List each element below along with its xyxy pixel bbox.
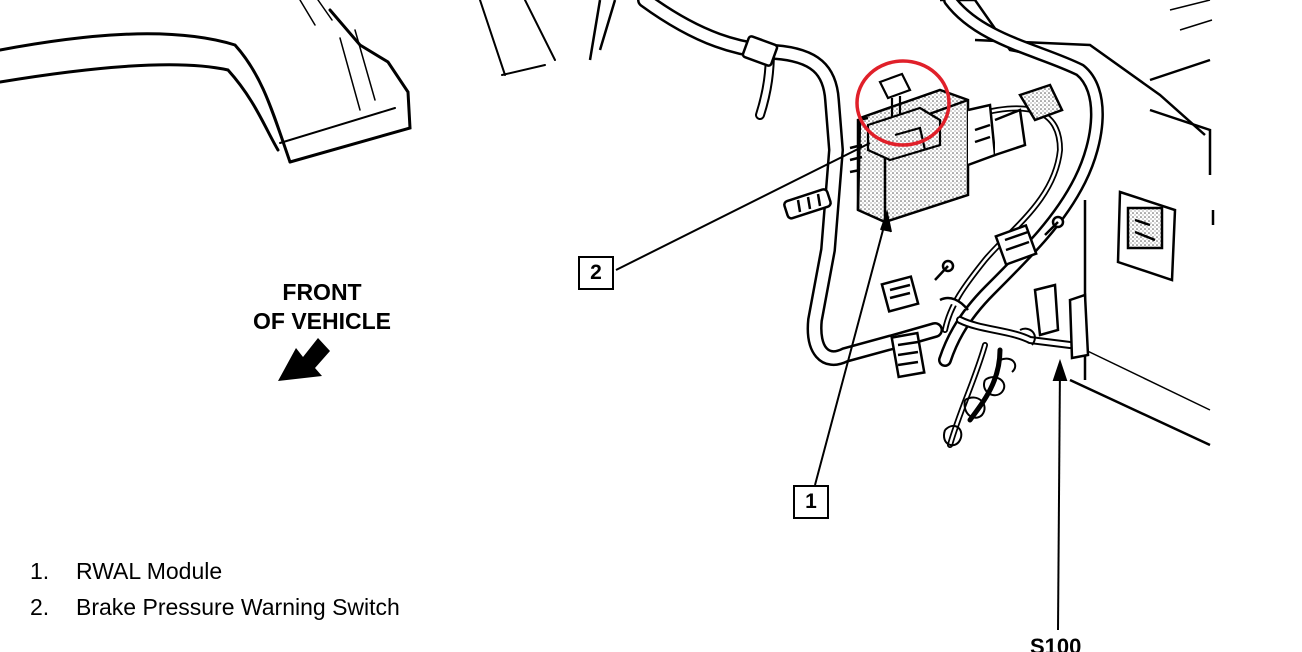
leader-line-s100 [1057, 364, 1061, 631]
legend-number: 1. [30, 558, 50, 584]
legend-text: Brake Pressure Warning Switch [76, 594, 400, 620]
legend-item: 1. RWAL Module [30, 553, 400, 589]
front-label-line2: OF VEHICLE [252, 308, 391, 334]
leader-lines [615, 142, 1068, 631]
leader-line-2 [615, 142, 871, 271]
legend-number: 2. [30, 594, 50, 620]
legend-text: RWAL Module [76, 558, 223, 584]
wiring-harness [637, 0, 1104, 448]
fender-outline [0, 0, 556, 164]
brake-pressure-warning-switch [866, 72, 942, 162]
legend-item: 2. Brake Pressure Warning Switch [30, 589, 400, 625]
leader-line-1 [814, 214, 888, 486]
legend: 1. RWAL Module 2. Brake Pressure Warning… [30, 553, 400, 625]
callout-1: 1 [793, 485, 829, 519]
harness-clips [741, 35, 1090, 379]
body-structure [588, 0, 1215, 447]
connector-panel [1116, 190, 1177, 282]
highlight-circle [855, 59, 951, 147]
callout-2: 2 [578, 256, 614, 290]
wire-pigtails [943, 327, 1036, 447]
front-of-vehicle-label: FRONT OF VEHICLE [232, 278, 412, 336]
arrow-down-left-icon [278, 338, 330, 381]
front-label-line1: FRONT [282, 279, 362, 305]
splice-label: S100 [1030, 634, 1082, 652]
